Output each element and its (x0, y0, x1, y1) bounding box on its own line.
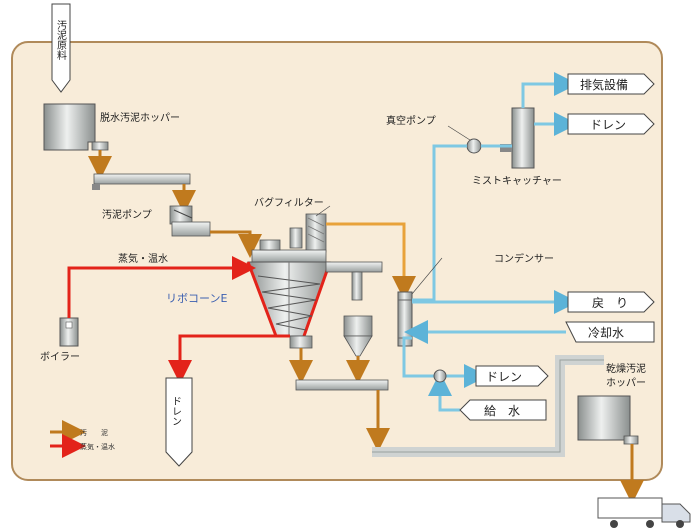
feed-water-label: 給 水 (484, 404, 520, 418)
return-label: 戻 り (592, 296, 628, 310)
dry-sludge-hopper (577, 395, 639, 445)
output-drain-top-tag (567, 113, 655, 135)
dry-hopper-label-2: ホッパー (606, 377, 646, 389)
cooling-water-label: 冷却水 (588, 326, 624, 340)
raw-sludge-inlet (51, 3, 71, 93)
raw-sludge-label: 汚泥原料 (55, 19, 67, 61)
steam-hot-water-label: 蒸気・温水 (118, 252, 168, 265)
riboconee-label: リボコーンE (166, 292, 227, 305)
drain-top-label: ドレン (590, 118, 626, 132)
bag-filter (289, 213, 327, 253)
boiler-label: ボイラー (40, 351, 80, 363)
dust-collector (343, 315, 373, 357)
mist-catcher-label: ミストキャッチャー (472, 175, 562, 187)
mist-catcher (500, 107, 535, 169)
drain-left-label: ドレン (170, 396, 181, 426)
exhaust-label: 排気設備 (580, 77, 628, 92)
vacuum-pump (466, 138, 482, 154)
dry-hopper-label-1: 乾燥汚泥 (606, 362, 646, 375)
input-feed-water-tag (459, 399, 547, 421)
legend-sludge-label: 汚 泥 (80, 429, 108, 437)
dewatered-sludge-hopper (43, 103, 96, 151)
drain-left-output (165, 377, 193, 467)
condenser-label: コンデンサー (494, 252, 554, 265)
legend (50, 420, 86, 458)
bag-filter-label: バグフィルター (254, 196, 324, 209)
drain-mid-label: ドレン (486, 370, 522, 384)
sludge-pump-label: 汚泥ポンプ (102, 208, 152, 221)
screw-conveyor-bottom (295, 379, 389, 391)
output-exhaust-tag (567, 73, 655, 95)
screw-conveyor-top (92, 173, 191, 190)
drain-pump (433, 369, 447, 383)
boiler (59, 317, 79, 347)
truck-icon (597, 497, 691, 528)
dewatered-hopper-label: 脱水汚泥ホッパー (100, 111, 180, 124)
output-drain-mid-tag (475, 365, 549, 387)
output-return-tag (567, 291, 655, 313)
input-cooling-water-tag (565, 321, 655, 343)
vacuum-pump-label: 真空ポンプ (386, 114, 436, 127)
sludge-pump (169, 205, 211, 237)
legend-steam-label: 蒸気・温水 (80, 442, 115, 451)
